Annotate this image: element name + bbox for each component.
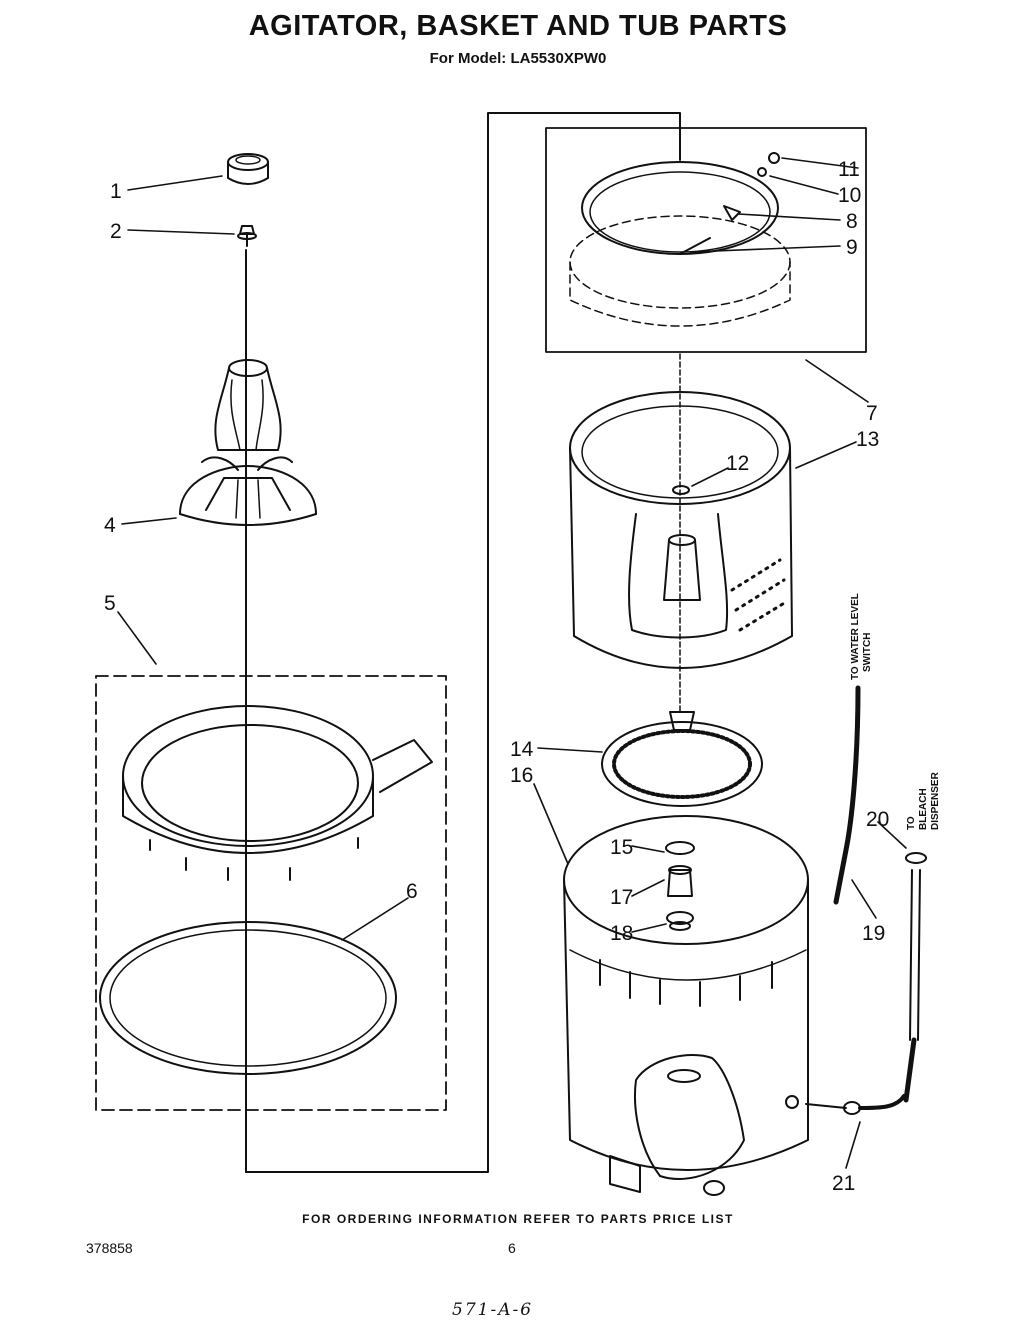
- spin-tube-clutch-part[interactable]: [667, 865, 693, 897]
- page-title: AGITATOR, BASKET AND TUB PARTS: [248, 10, 788, 42]
- callout-6: 6: [406, 880, 418, 903]
- callout-11: 11: [838, 158, 860, 181]
- basket-balance-ring-part[interactable]: [569, 161, 791, 327]
- callout-17: 17: [610, 886, 633, 909]
- tub-bearing-part[interactable]: [666, 911, 694, 931]
- callout-21: 21: [832, 1172, 855, 1195]
- handwritten-reference: 571-A-6: [452, 1300, 534, 1320]
- callout-1: 1: [110, 180, 122, 203]
- drive-ring-part[interactable]: [601, 711, 763, 807]
- bleach-label-line-1: TO: [906, 816, 917, 830]
- ring-fastener-parts[interactable]: [679, 152, 780, 255]
- agitator-cap-part[interactable]: [227, 153, 269, 185]
- tub-hose-connector-part[interactable]: [805, 1094, 906, 1115]
- callout-13: 13: [856, 428, 879, 451]
- callout-16: 16: [510, 764, 533, 787]
- callout-18: 18: [610, 922, 633, 945]
- page-number: 6: [508, 1240, 516, 1256]
- outer-tub-part[interactable]: [563, 815, 809, 1196]
- callout-5: 5: [104, 592, 116, 615]
- ordering-info-note: FOR ORDERING INFORMATION REFER TO PARTS …: [302, 1212, 734, 1226]
- model-subtitle: For Model: LA5530XPW0: [429, 50, 607, 67]
- callout-9: 9: [846, 236, 858, 259]
- callout-14: 14: [510, 738, 534, 761]
- agitator-bolt-part[interactable]: [237, 225, 257, 247]
- bleach-hose-part[interactable]: [903, 852, 927, 1103]
- bleach-label-line-3: DISPENSER: [930, 771, 941, 830]
- callout-19: 19: [862, 922, 885, 945]
- callout-7: 7: [866, 402, 878, 425]
- water-level-label-line-1: TO WATER LEVEL: [850, 593, 861, 680]
- retaining-ring-part[interactable]: [665, 841, 695, 855]
- callout-20: 20: [866, 808, 889, 831]
- basket-ring-group-box: [545, 127, 867, 353]
- assembly-connector-line: [245, 112, 681, 1173]
- callout-leader-lines: [117, 157, 907, 1169]
- agitator-part[interactable]: [179, 359, 317, 526]
- callout-15: 15: [610, 836, 633, 859]
- callout-4: 4: [104, 514, 116, 537]
- tub-seal-ring-part[interactable]: [99, 921, 397, 1075]
- callout-8: 8: [846, 210, 858, 233]
- bleach-label-line-2: BLEACH: [918, 788, 929, 830]
- water-level-hose-part[interactable]: [833, 685, 861, 905]
- document-number: 378858: [86, 1240, 133, 1256]
- washer-basket-part[interactable]: [569, 391, 793, 669]
- callout-12: 12: [726, 452, 749, 475]
- callout-2: 2: [110, 220, 122, 243]
- callout-10: 10: [838, 184, 861, 207]
- tub-ring-group-box: [95, 675, 447, 1111]
- water-level-label-line-2: SWITCH: [862, 633, 873, 672]
- tub-ring-part[interactable]: [122, 705, 433, 881]
